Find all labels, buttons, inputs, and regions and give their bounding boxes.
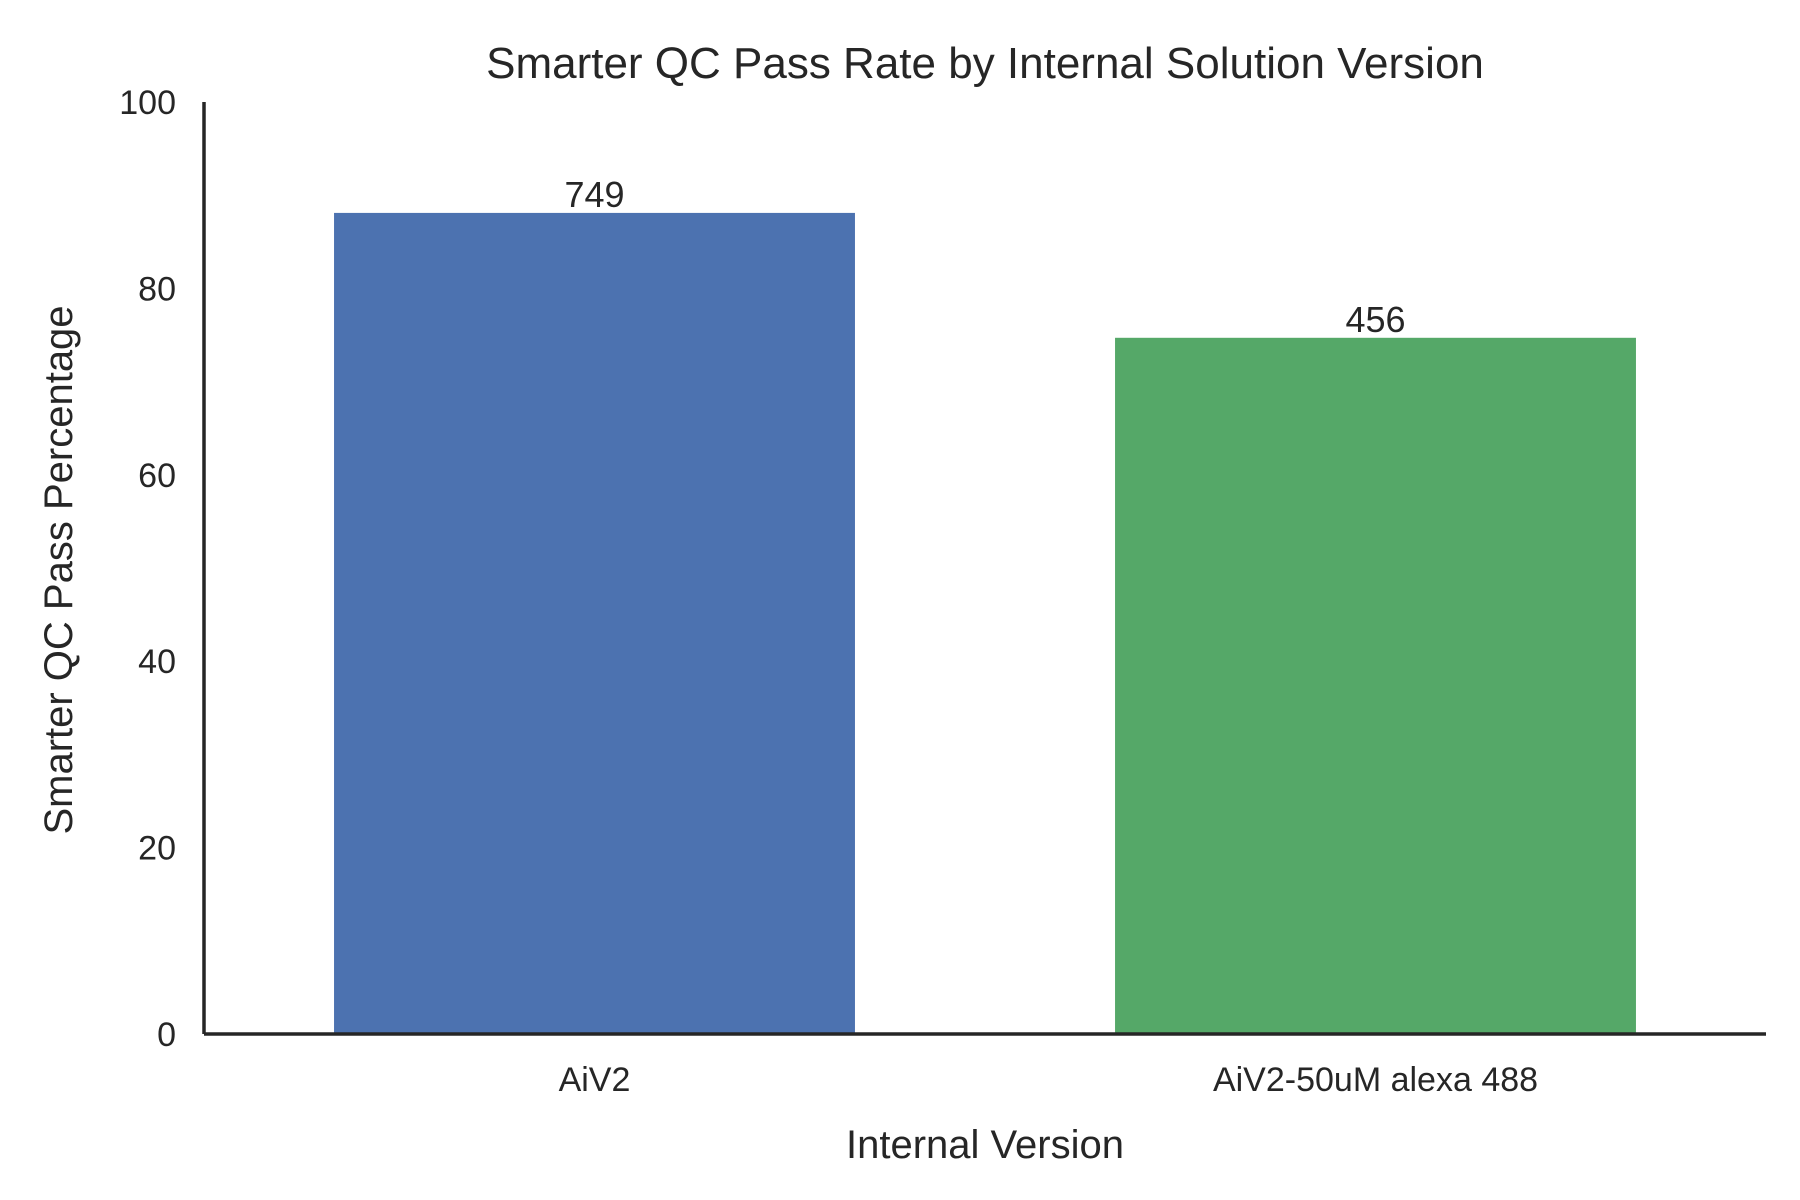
y-tick-label: 20: [138, 830, 176, 868]
bar: [334, 212, 855, 1034]
y-axis-label: Smarter QC Pass Percentage: [37, 305, 81, 834]
y-tick-label: 0: [157, 1016, 176, 1054]
bar-value-label: 749: [564, 174, 624, 215]
y-tick-label: 40: [138, 643, 176, 681]
x-tick-label: AiV2: [559, 1061, 631, 1099]
y-tick-label: 80: [138, 270, 176, 308]
y-axis-ticks: 0 20 40 60 80 100: [119, 84, 176, 1054]
y-tick-label: 100: [119, 84, 176, 122]
bar-value-labels: 749 456: [564, 174, 1405, 340]
x-axis-label: Internal Version: [846, 1123, 1124, 1167]
y-tick-label: 60: [138, 457, 176, 495]
x-axis-ticks: AiV2 AiV2-50uM alexa 488: [559, 1061, 1538, 1099]
bar: [1115, 337, 1636, 1034]
bar-value-label: 456: [1345, 299, 1405, 340]
x-tick-label: AiV2-50uM alexa 488: [1213, 1061, 1538, 1099]
chart-title: Smarter QC Pass Rate by Internal Solutio…: [486, 39, 1484, 88]
bars: [334, 212, 1636, 1034]
